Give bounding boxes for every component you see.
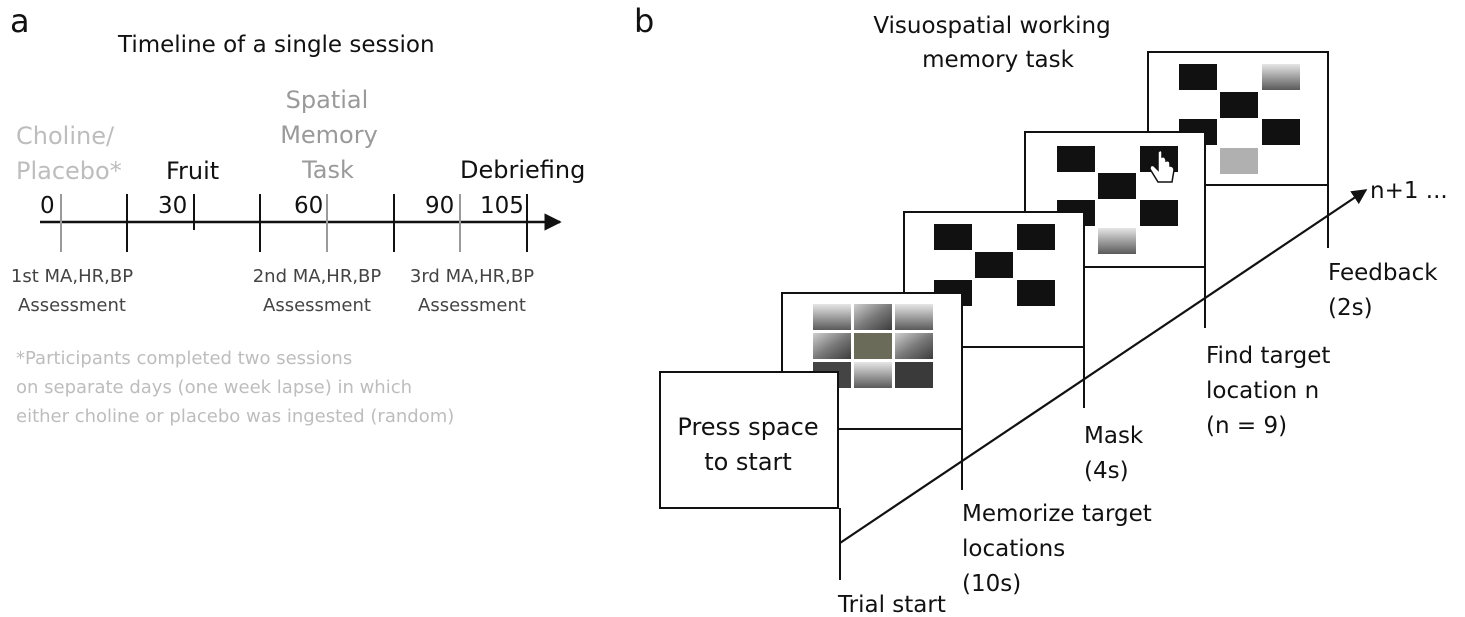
time-arrow xyxy=(839,189,1368,544)
grid-cell xyxy=(1220,92,1258,118)
mask-label-line2: (4s) xyxy=(1084,458,1129,484)
panel-a: a Timeline of a single session Choline/ … xyxy=(10,2,585,427)
pointer-hand-icon xyxy=(1149,149,1175,183)
choline-label-line1: Choline/ xyxy=(16,122,115,150)
grid-photo xyxy=(1262,64,1300,90)
fruit-label: Fruit xyxy=(166,157,219,185)
grid-cell xyxy=(1262,119,1300,145)
find-target-label-line3: (n = 9) xyxy=(1206,413,1287,439)
grid-photo xyxy=(895,304,933,330)
grid-cell xyxy=(934,224,972,250)
panel-b-letter: b xyxy=(634,2,654,40)
next-trial-label: n+1 ... xyxy=(1370,178,1448,204)
tick-label-0: 0 xyxy=(40,193,55,219)
trial-start-label: Trial start xyxy=(837,592,946,617)
assessment-3-line2: Assessment xyxy=(418,295,526,316)
panel-b-title-line1: Visuospatial working xyxy=(873,13,1110,39)
assessment-2-line2: Assessment xyxy=(263,295,371,316)
find-target-label-line2: location n xyxy=(1206,378,1319,404)
grid-photo xyxy=(1098,228,1136,254)
memorize-label-line1: Memorize target xyxy=(962,501,1152,527)
feedback-label-line1: Feedback xyxy=(1328,260,1438,286)
mask-label-line1: Mask xyxy=(1084,423,1144,449)
grid-cell xyxy=(975,252,1013,278)
panel-a-letter: a xyxy=(10,2,30,40)
memorize-label-line3: (10s) xyxy=(962,571,1021,597)
tick-label-60: 60 xyxy=(294,193,323,219)
grid-cell xyxy=(1017,280,1055,306)
spatial-task-label-line2: Memory xyxy=(280,121,378,149)
assessment-2-line1: 2nd MA,HR,BP xyxy=(253,266,382,287)
panel-a-title: Timeline of a single session xyxy=(117,32,435,58)
grid-photo xyxy=(895,362,933,388)
choline-label-line2: Placebo* xyxy=(16,157,122,185)
memorize-screen xyxy=(781,292,963,430)
start-screen: Press space to start xyxy=(659,371,839,509)
assessment-1-line1: 1st MA,HR,BP xyxy=(11,266,133,287)
panel-b: b Visuospatial working memory task xyxy=(634,2,1448,617)
footnote-line1: *Participants completed two sessions xyxy=(16,348,352,369)
tick-label-105: 105 xyxy=(480,193,524,219)
start-screen-line2: to start xyxy=(704,448,792,476)
debriefing-label: Debriefing xyxy=(460,156,585,184)
footnote-line3: either choline or placebo was ingested (… xyxy=(16,406,454,427)
grid-cell xyxy=(1098,173,1136,199)
spatial-task-label-line1: Spatial xyxy=(286,86,369,114)
start-screen-line1: Press space xyxy=(677,413,818,441)
panel-b-title-line2: memory task xyxy=(922,47,1075,73)
assessment-3-line1: 3rd MA,HR,BP xyxy=(410,266,534,287)
grid-cell xyxy=(1140,200,1178,226)
memorize-label-line2: locations xyxy=(962,536,1065,562)
grid-photo xyxy=(813,333,851,359)
find-target-label-line1: Find target xyxy=(1206,343,1330,369)
grid-cell xyxy=(1057,146,1095,172)
grid-photo xyxy=(854,333,892,359)
grid-photo xyxy=(854,304,892,330)
feedback-highlight-cell xyxy=(1220,148,1258,174)
assessment-1-line2: Assessment xyxy=(18,295,126,316)
spatial-task-label-line3: Task xyxy=(301,156,354,184)
footnote-line2: on separate days (one week lapse) in whi… xyxy=(16,377,412,398)
grid-cell xyxy=(1017,224,1055,250)
grid-photo xyxy=(854,362,892,388)
grid-photo xyxy=(895,333,933,359)
tick-label-90: 90 xyxy=(425,193,454,219)
grid-photo xyxy=(813,304,851,330)
feedback-label-line2: (2s) xyxy=(1328,295,1373,321)
tick-label-30: 30 xyxy=(158,193,187,219)
grid-cell xyxy=(1179,64,1217,90)
